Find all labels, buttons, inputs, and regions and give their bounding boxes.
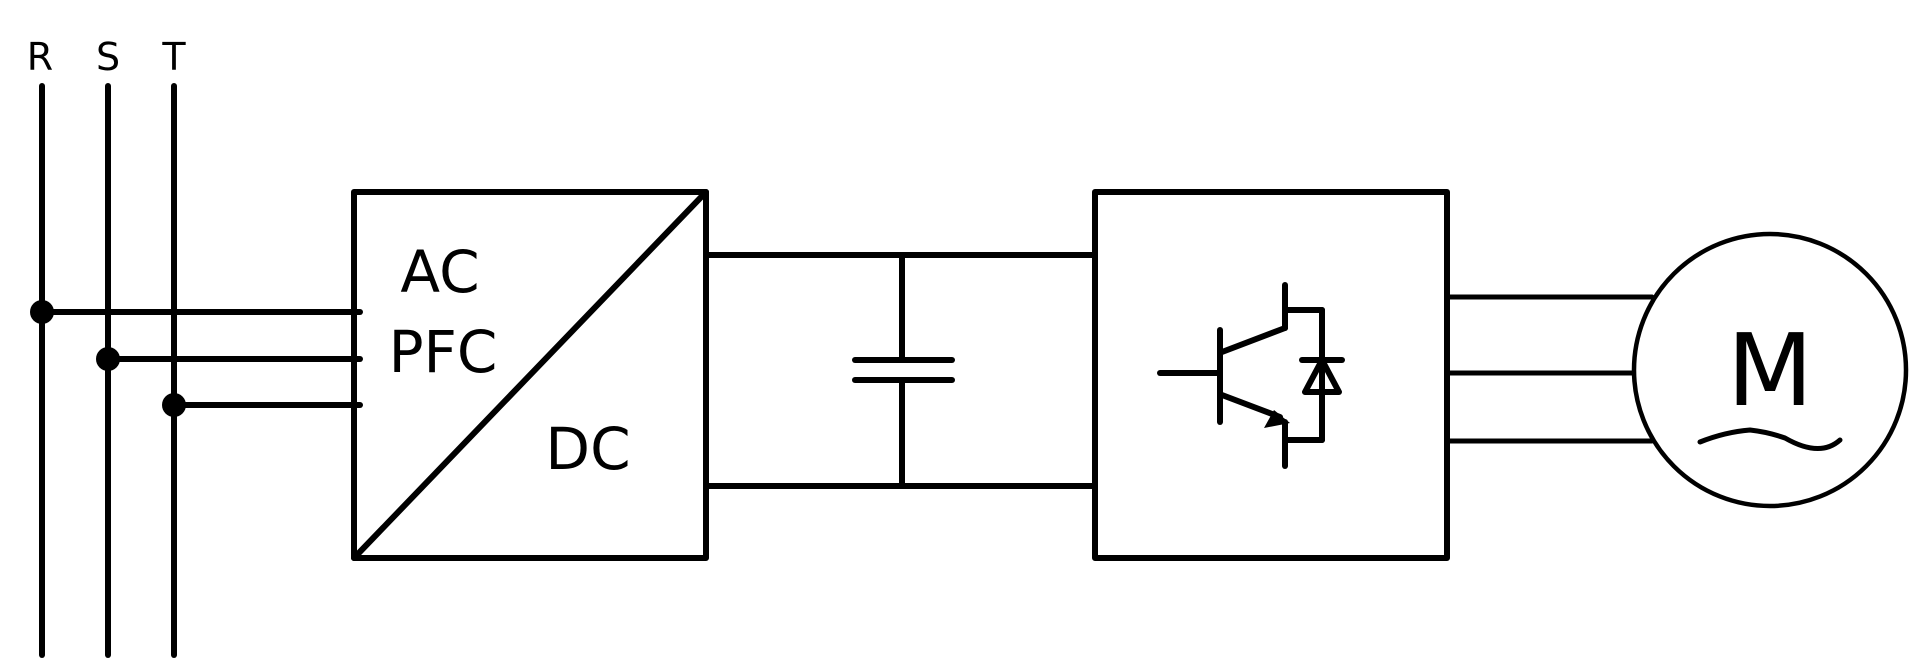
supply-taps (30, 300, 363, 417)
phase-label-r: R (27, 35, 53, 79)
rectifier-ac-label: AC (400, 238, 479, 306)
dc-link-capacitor-icon (852, 252, 955, 489)
motor-circle (1631, 231, 1909, 509)
rectifier-box (351, 189, 709, 561)
rectifier-dc-label: DC (545, 415, 630, 483)
ac-tilde-icon (1697, 427, 1843, 451)
motor: M (1631, 231, 1909, 509)
inverter-box (1092, 189, 1450, 561)
freewheeling-diode-icon (1299, 357, 1345, 395)
output-lines (1446, 294, 1655, 444)
inverter-block (1092, 189, 1450, 561)
igbt-icon (1157, 282, 1325, 469)
dc-link (703, 252, 1098, 489)
rectifier-block: AC PFC DC (351, 189, 709, 561)
junction-dot-s (96, 347, 120, 371)
junction-dot-t (162, 393, 186, 417)
rectifier-pfc-label: PFC (389, 318, 498, 386)
junction-dot-r (30, 300, 54, 324)
phase-label-s: S (96, 35, 120, 79)
rectifier-diagonal (351, 189, 709, 561)
motor-label: M (1727, 312, 1813, 429)
phase-label-t: T (161, 35, 186, 79)
